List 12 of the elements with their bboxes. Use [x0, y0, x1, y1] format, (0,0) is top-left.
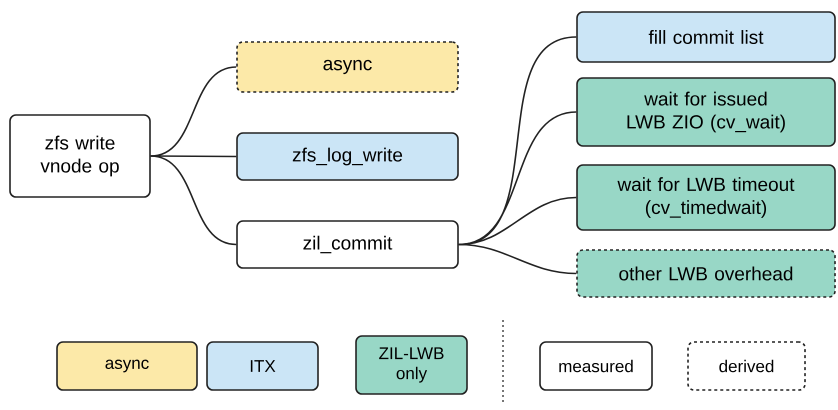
connector: [458, 244, 576, 274]
process-box: zfs_log_write: [236, 132, 459, 181]
connector: [150, 155, 236, 246]
process-box: wait for LWB timeout (cv_timedwait): [576, 164, 836, 231]
process-box: async: [236, 41, 459, 93]
connector: [458, 196, 576, 246]
connector: [150, 155, 236, 158]
process-box: fill commit list: [576, 11, 836, 63]
process-box: wait for issued LWB ZIO (cv_wait): [576, 77, 836, 147]
process-box: zil_commit: [236, 220, 459, 269]
process-box: other LWB overhead: [576, 249, 836, 298]
process-box: zfs write vnode op: [9, 114, 151, 198]
